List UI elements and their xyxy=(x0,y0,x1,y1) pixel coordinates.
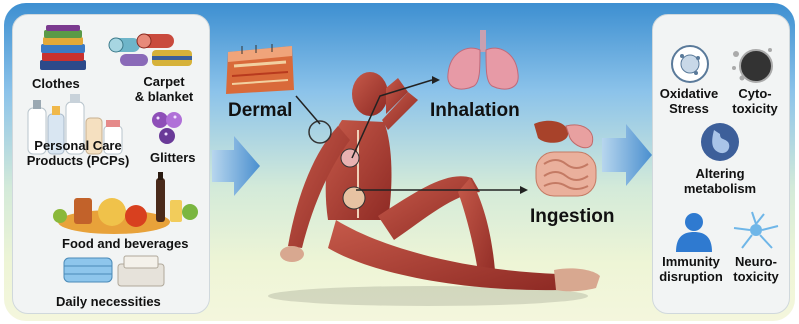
altering-line2: metabolism xyxy=(680,181,760,196)
stomach-metabolism-icon xyxy=(700,122,740,162)
immunity-icon xyxy=(672,210,716,252)
immunity-line2: disruption xyxy=(656,269,726,284)
oxidative-stress-icon xyxy=(670,44,710,84)
oxidative-line1: Oxidative xyxy=(658,86,720,101)
cytotoxicity-icon xyxy=(728,44,776,84)
neuro-line2: toxicity xyxy=(726,269,786,284)
dermal-connector xyxy=(296,96,320,124)
neuron-icon xyxy=(732,210,780,252)
cyto-line1: Cyto- xyxy=(726,86,784,101)
oxidative-stress-label: Oxidative Stress xyxy=(658,86,720,116)
neurotoxicity-label: Neuro- toxicity xyxy=(726,254,786,284)
altering-line1: Altering xyxy=(680,166,760,181)
neuro-line1: Neuro- xyxy=(726,254,786,269)
oxidative-line2: Stress xyxy=(658,101,720,116)
cyto-line2: toxicity xyxy=(726,101,784,116)
cytotoxicity-label: Cyto- toxicity xyxy=(726,86,784,116)
immunity-disruption-label: Immunity disruption xyxy=(656,254,726,284)
immunity-line1: Immunity xyxy=(656,254,726,269)
altering-metabolism-label: Altering metabolism xyxy=(680,166,760,196)
inhalation-connector xyxy=(352,80,432,158)
